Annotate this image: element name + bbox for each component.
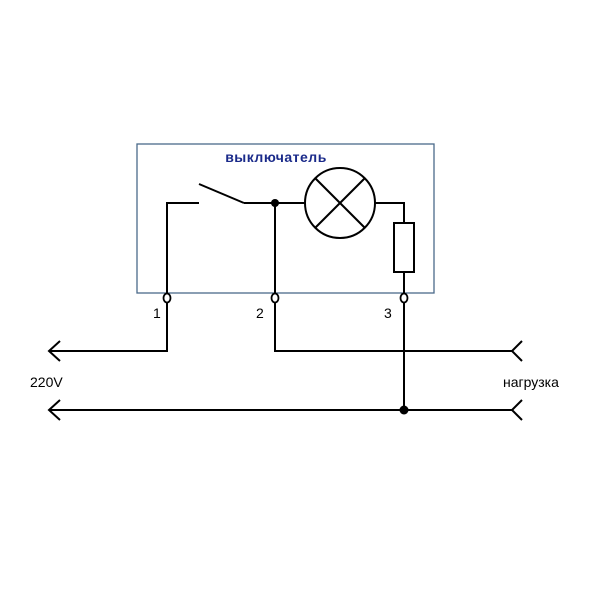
terminal-3-icon	[399, 292, 409, 304]
terminal-2-icon	[270, 292, 280, 304]
terminal-1-icon	[162, 292, 172, 304]
wire-terminal-1-to-contact	[166, 202, 199, 293]
switch-box-title: выключатель	[225, 149, 327, 165]
terminal-2-label: 2	[256, 305, 264, 321]
resistor-icon	[393, 222, 415, 273]
source-arrow-top-icon	[47, 340, 61, 362]
wire-terminal-2-to-load	[274, 302, 512, 352]
source-arrow-bottom-icon	[47, 399, 61, 421]
junction-dot-neutral	[399, 405, 409, 415]
load-fork-top-icon	[510, 340, 523, 362]
wire-terminal-1-to-source	[49, 302, 168, 352]
lamp-cross-b	[314, 177, 366, 229]
wire-lamp-to-resistor	[375, 202, 405, 223]
terminal-3-label: 3	[384, 305, 392, 321]
switch-blade	[198, 183, 245, 204]
terminal-1-label: 1	[153, 305, 161, 321]
source-label: 220V	[30, 374, 63, 390]
junction-dot-switch	[271, 199, 279, 207]
switch-box	[136, 143, 435, 294]
load-label: нагрузка	[503, 374, 559, 390]
load-fork-bottom-icon	[510, 399, 523, 421]
